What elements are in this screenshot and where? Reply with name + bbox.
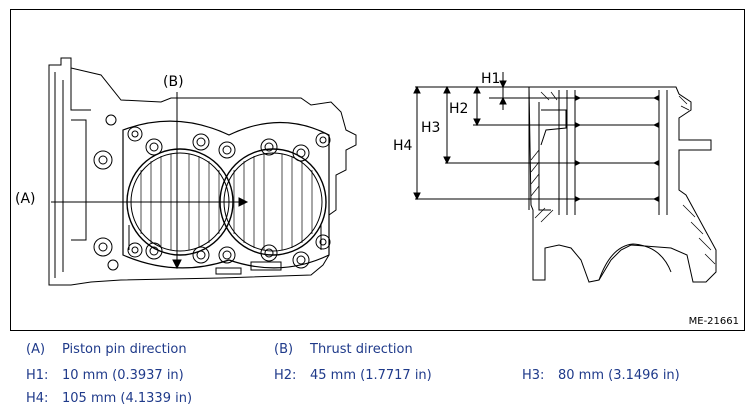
callout-h1: H1	[481, 71, 501, 87]
legend-row-3: H4: 105 mm (4.1339 in)	[0, 391, 755, 409]
cylinder-block-figure: (A) (B) H1 H2 H3 H4 ME-21661	[10, 9, 745, 331]
legend-key-h2: H2:	[274, 368, 297, 383]
legend-row-2: H1: 10 mm (0.3937 in) H2: 45 mm (1.7717 …	[0, 368, 755, 386]
arrow-b	[172, 92, 182, 270]
height-dimensions	[413, 72, 529, 201]
legend-text-h4: 105 mm (4.1339 in)	[62, 391, 193, 406]
legend-text-h2: 45 mm (1.7717 in)	[310, 368, 432, 383]
legend-text-a: Piston pin direction	[62, 342, 187, 357]
legend-row-1: (A) Piston pin direction (B) Thrust dire…	[0, 342, 755, 360]
legend-key-a: (A)	[26, 342, 46, 357]
arrow-a	[51, 197, 249, 207]
legend-key-b: (B)	[274, 342, 294, 357]
legend-key-h1: H1:	[26, 368, 49, 383]
callout-a: (A)	[15, 191, 36, 207]
legend-text-b: Thrust direction	[310, 342, 413, 357]
legend-text-h3: 80 mm (3.1496 in)	[558, 368, 680, 383]
legend-text-h1: 10 mm (0.3937 in)	[62, 368, 184, 383]
cylinder-block-top-view	[48, 57, 357, 286]
callout-h3: H3	[421, 120, 441, 136]
legend-key-h4: H4:	[26, 391, 49, 406]
callout-b: (B)	[163, 74, 184, 90]
cylinder-block-drawing	[48, 57, 717, 286]
legend-key-h3: H3:	[522, 368, 545, 383]
callout-h4: H4	[393, 138, 413, 154]
bolt-bosses	[93, 114, 331, 271]
figure-id: ME-21661	[688, 316, 739, 327]
cylinder-cross-section	[415, 86, 717, 283]
callout-h2: H2	[449, 101, 469, 117]
